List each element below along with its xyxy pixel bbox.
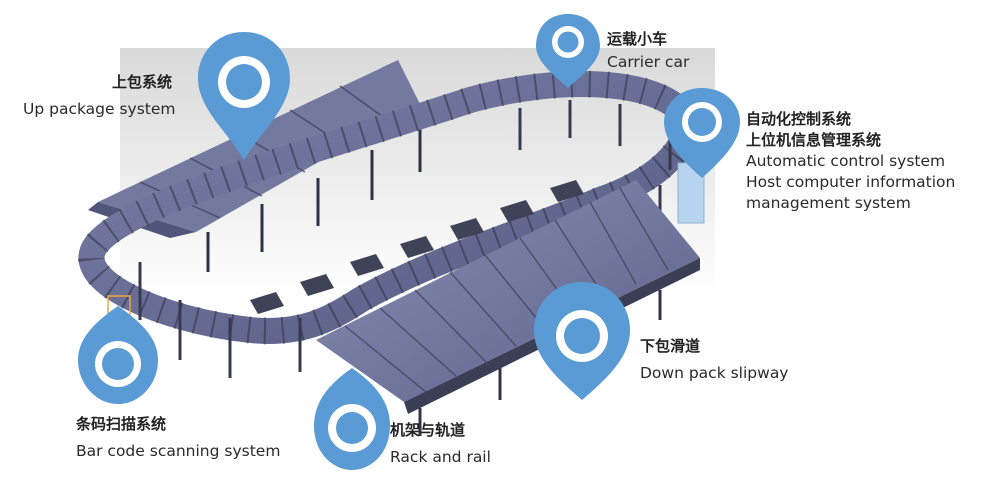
- carrier-car-zh: 运载小车: [607, 30, 668, 48]
- up-package-en: Up package system: [23, 100, 176, 118]
- conveyor-loop: [78, 70, 699, 345]
- down-pack-zh: 下包滑道: [640, 337, 701, 355]
- pin-automatic-control: [664, 88, 740, 178]
- pin-down-pack: [534, 282, 630, 400]
- bar-code-en: Bar code scanning system: [76, 442, 281, 460]
- automatic-control-en-2: Host computer information: [746, 173, 956, 191]
- center-chutes: [250, 180, 584, 314]
- automatic-control-en-1: Automatic control system: [746, 152, 946, 170]
- rack-rail-en: Rack and rail: [390, 448, 491, 466]
- automatic-control-zh-1: 自动化控制系统: [746, 110, 852, 128]
- bar-code-zh: 条码扫描系统: [76, 415, 167, 433]
- up-package-zh: 上包系统: [112, 73, 173, 91]
- pin-up-package: [198, 32, 290, 160]
- pin-carrier-car: [536, 14, 600, 88]
- automatic-control-zh-2: 上位机信息管理系统: [746, 131, 882, 149]
- automatic-control-en-3: management system: [746, 194, 911, 212]
- pin-rack-rail: [314, 368, 390, 470]
- carrier-car-en: Carrier car: [607, 53, 690, 71]
- down-pack-en: Down pack slipway: [640, 364, 789, 382]
- pin-bar-code: [78, 306, 158, 404]
- rack-rail-zh: 机架与轨道: [390, 421, 466, 439]
